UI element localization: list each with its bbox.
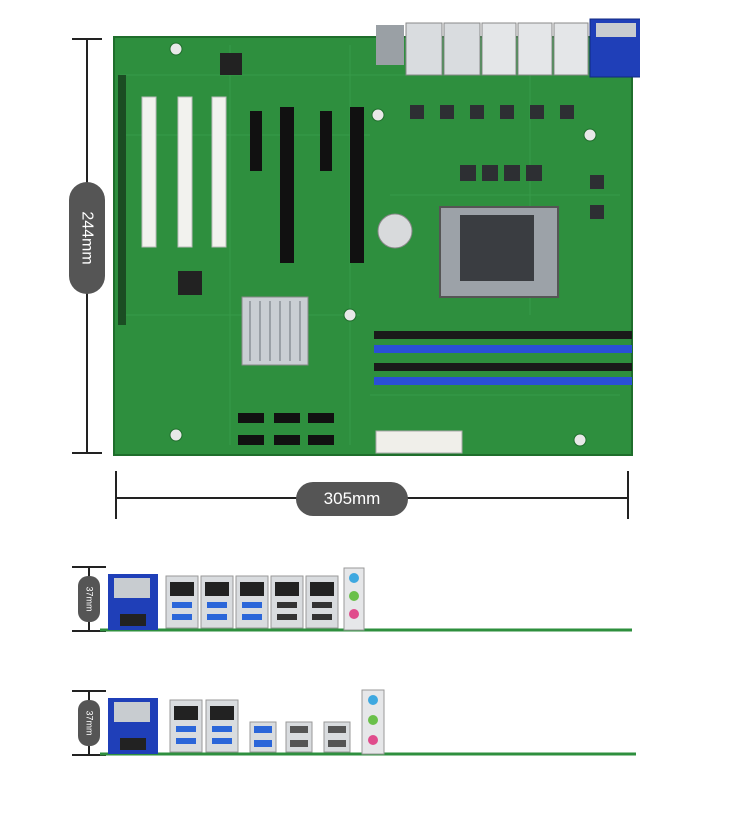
io1-height-label: 37mm	[78, 576, 100, 622]
io2-cap-top	[72, 690, 106, 692]
rear-io-panel-2	[100, 689, 636, 756]
height-dimension-cap-bottom	[72, 452, 102, 454]
io2-height-label: 37mm	[78, 700, 100, 746]
height-dimension-cap-top	[72, 38, 102, 40]
width-dimension-cap-left	[115, 471, 117, 519]
height-label: 244mm	[69, 182, 105, 294]
motherboard-top-view	[113, 18, 640, 456]
io1-cap-top	[72, 566, 106, 568]
width-label: 305mm	[296, 482, 408, 516]
width-dimension-cap-right	[627, 471, 629, 519]
io1-cap-bottom	[72, 630, 106, 632]
rear-io-panel-1	[100, 567, 632, 632]
io2-cap-bottom	[72, 754, 106, 756]
